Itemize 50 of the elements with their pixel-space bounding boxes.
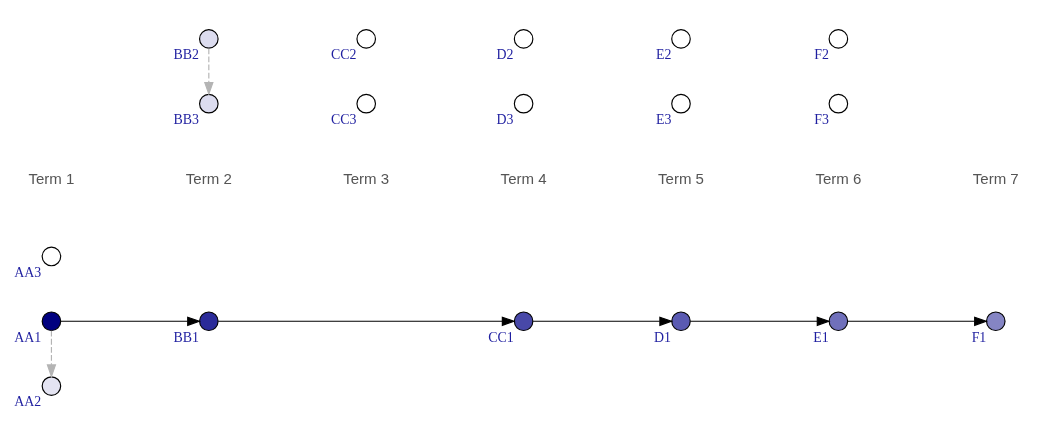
- node-circle: [199, 29, 219, 49]
- node-label: E3: [655, 112, 672, 128]
- label: Term 5: [658, 170, 704, 188]
- label: Term 7: [972, 170, 1019, 188]
- node-label: BB2: [173, 47, 199, 63]
- node-circle: [828, 93, 849, 114]
- node-circle: [199, 93, 219, 114]
- node-label: CC2: [330, 47, 357, 63]
- node-label: D3: [496, 112, 514, 128]
- node-circle: [985, 311, 1006, 332]
- node-circle: [199, 311, 219, 332]
- node-circle: [513, 311, 534, 332]
- node-circle: [356, 29, 377, 49]
- arrow: [689, 316, 831, 327]
- node-label: F2: [814, 47, 829, 63]
- label: Term 2: [185, 170, 232, 188]
- node-label: BB3: [173, 112, 199, 128]
- label: Term 1: [28, 170, 75, 188]
- arrow: [217, 316, 516, 327]
- node-label: F3: [814, 112, 829, 128]
- node-circle: [356, 93, 377, 114]
- node-label: D1: [653, 329, 671, 345]
- node-label: AA1: [14, 329, 42, 345]
- arrow: [203, 47, 214, 96]
- label: Term 3: [343, 170, 390, 188]
- arrow: [46, 330, 57, 379]
- node-circle: [513, 29, 534, 49]
- node-label: E2: [655, 47, 672, 63]
- node-label: D2: [496, 47, 514, 63]
- node-label: AA3: [14, 264, 42, 280]
- label: Term 6: [815, 170, 862, 188]
- node-circle: [671, 311, 691, 332]
- node-circle: [41, 311, 62, 332]
- arrow: [532, 316, 674, 327]
- label: Term 4: [500, 170, 547, 188]
- node-circle: [671, 93, 691, 114]
- node-label: BB1: [173, 329, 199, 345]
- node-circle: [828, 29, 849, 49]
- node-circle: [671, 29, 691, 49]
- node-circle: [41, 376, 62, 396]
- node-circle: [513, 93, 534, 114]
- node-label: CC3: [330, 112, 357, 128]
- node-label: F1: [971, 329, 987, 345]
- arrow: [847, 316, 988, 327]
- node-label: CC1: [488, 329, 514, 345]
- node-label: E1: [813, 329, 829, 345]
- node-circle: [41, 246, 62, 267]
- node-label: AA2: [14, 394, 42, 410]
- node-circle: [828, 311, 849, 332]
- arrow: [60, 316, 202, 327]
